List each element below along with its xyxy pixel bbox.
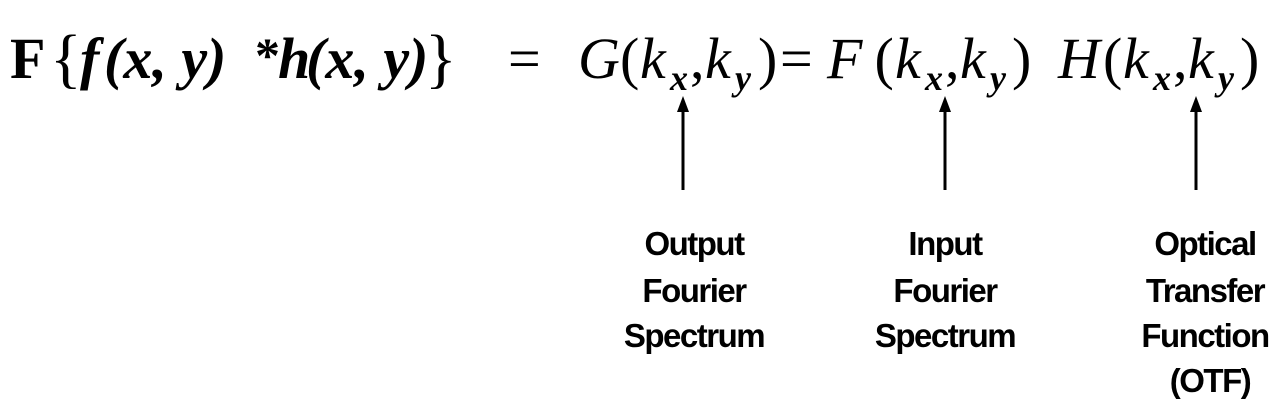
otf-term: H ( k x , k y ) <box>1057 26 1259 98</box>
close-brace: } <box>425 22 457 95</box>
output-k1: k <box>640 26 667 91</box>
equals-sign-2: = <box>780 26 813 91</box>
otf-subscript-x: x <box>1152 58 1171 98</box>
output-label-line: Fourier <box>642 272 747 309</box>
output-label: Output Fourier Spectrum <box>624 225 766 354</box>
otf-k2: k <box>1188 26 1215 91</box>
input-close-paren: ) <box>1012 26 1031 91</box>
input-term: F ( k x , k y ) <box>826 26 1031 98</box>
input-comma: , <box>945 26 960 91</box>
input-open-paren: ( <box>860 26 894 91</box>
arrows <box>677 96 1202 190</box>
otf-label-line: Function <box>1141 317 1269 354</box>
input-k1: k <box>895 26 922 91</box>
otf-close-paren: ) <box>1240 26 1259 91</box>
otf-label-line: Optical <box>1154 225 1255 262</box>
otf-subscript-y: y <box>1214 58 1235 98</box>
input-label-line: Spectrum <box>875 317 1015 354</box>
otf-open-paren: ( <box>1103 26 1122 91</box>
input-arrow-icon <box>939 96 951 190</box>
output-label-line: Spectrum <box>624 317 764 354</box>
otf-k1: k <box>1123 26 1150 91</box>
otf-label: Optical Transfer Function (OTF) <box>1141 225 1270 399</box>
symbol-f: F <box>826 26 863 91</box>
output-term: G ( k x , k y ) <box>578 26 777 98</box>
input-label-line: Fourier <box>893 272 998 309</box>
otf-arrow-icon <box>1190 96 1202 190</box>
equation-lhs: F { f (x, y) * h (x, y) } <box>10 22 457 95</box>
otf-label-line: Transfer <box>1146 272 1266 309</box>
input-label-line: Input <box>908 225 983 262</box>
open-brace: { <box>50 22 82 95</box>
input-subscript-y: y <box>986 58 1007 98</box>
input-k2: k <box>960 26 987 91</box>
symbol-h: H <box>1057 26 1103 91</box>
input-subscript-x: x <box>924 58 943 98</box>
function-h: h <box>278 26 310 91</box>
h-arguments: (x, y) <box>306 26 428 91</box>
output-close-paren: ) <box>758 26 777 91</box>
output-arrow-icon <box>677 96 689 190</box>
equals-sign-1: = <box>508 26 541 91</box>
output-subscript-x: x <box>669 58 688 98</box>
input-label: Input Fourier Spectrum <box>875 225 1017 354</box>
convolution-star: * <box>255 27 280 83</box>
output-comma: , <box>690 26 705 91</box>
otf-label-line: (OTF) <box>1170 362 1251 399</box>
symbol-g: G <box>578 26 620 91</box>
output-subscript-y: y <box>731 58 752 98</box>
output-label-line: Output <box>644 225 745 262</box>
output-open-paren: ( <box>620 26 639 91</box>
function-f: f <box>80 26 105 91</box>
fourier-operator: F <box>10 26 45 91</box>
output-k2: k <box>705 26 732 91</box>
f-arguments: (x, y) <box>104 26 226 91</box>
otf-comma: , <box>1173 26 1188 91</box>
